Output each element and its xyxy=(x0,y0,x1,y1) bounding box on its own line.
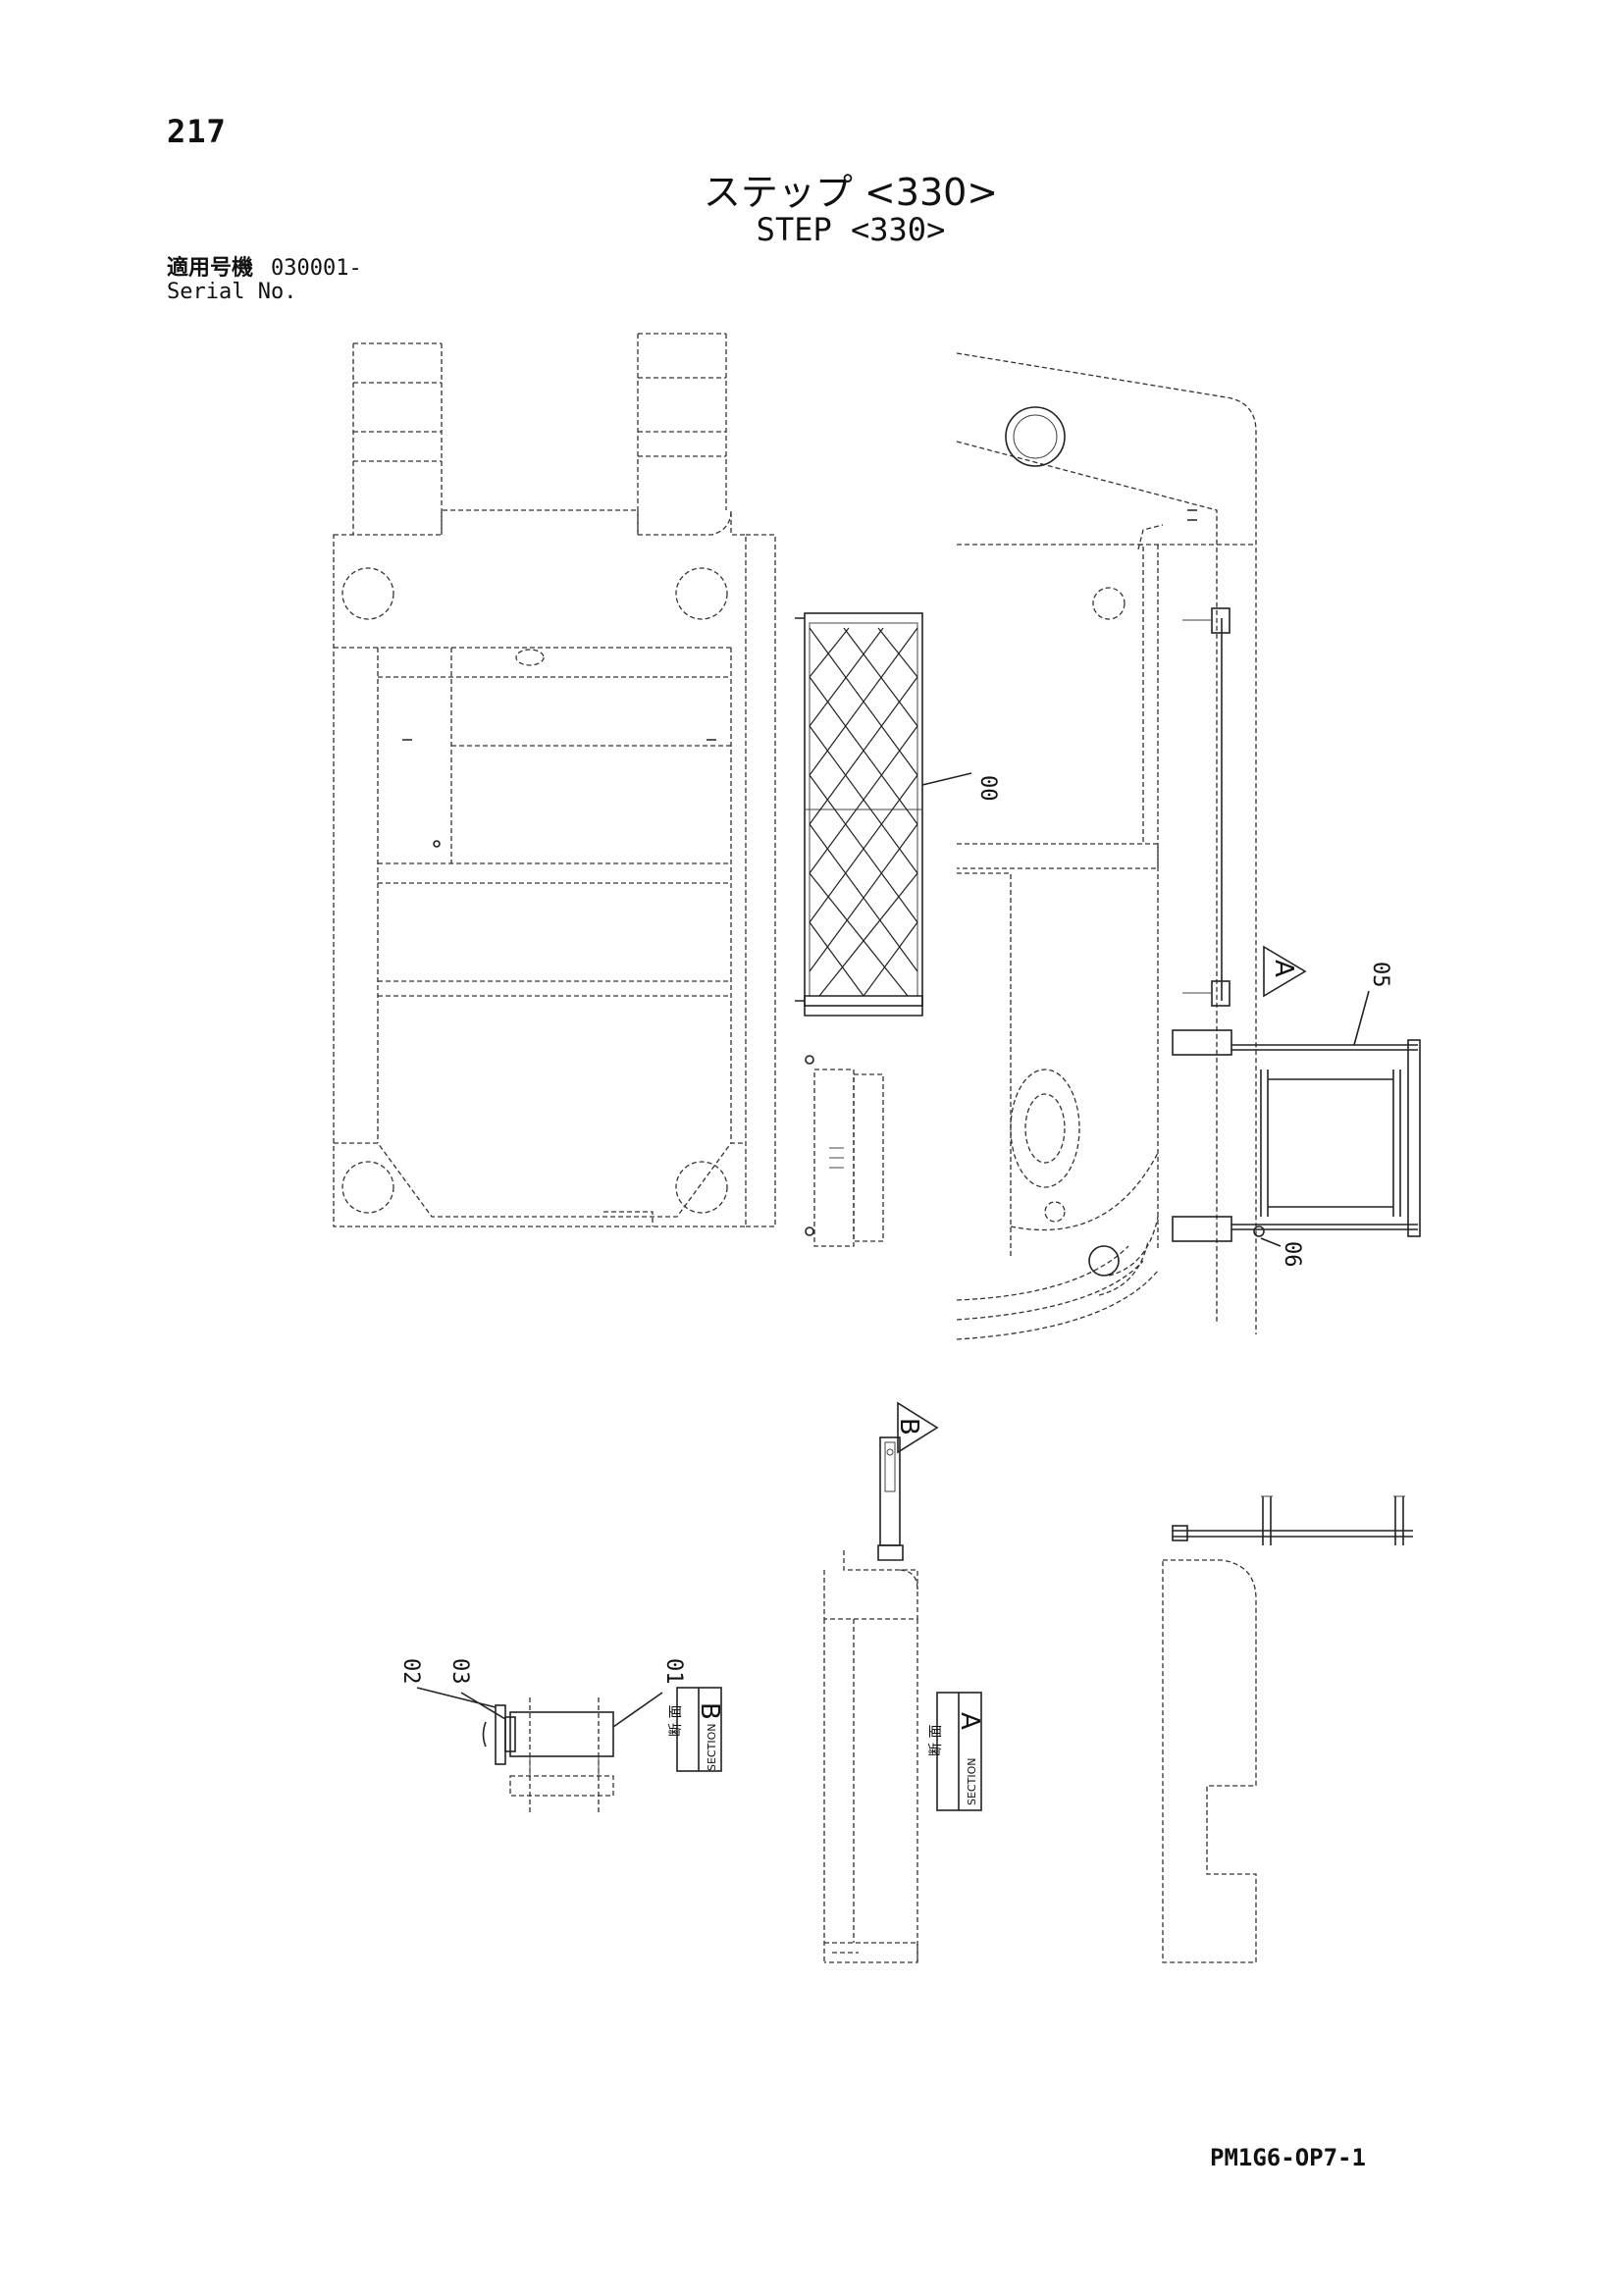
serial-number-value: 030001- xyxy=(271,256,362,281)
svg-text:SECTION: SECTION xyxy=(966,1758,978,1805)
leader-part-02 xyxy=(416,1687,497,1708)
machine-side-view xyxy=(956,352,1257,1340)
svg-text:A: A xyxy=(1269,960,1298,977)
section-b-pin-assembly xyxy=(482,1697,614,1815)
section-a-profile xyxy=(823,1436,918,1963)
drawing-code: PM1G6-OP7-1 xyxy=(1210,2144,1366,2171)
ladder-side-profile xyxy=(1162,1495,1413,1963)
handrail xyxy=(1182,607,1230,1007)
serial-block: 適用号機 030001- Serial No. xyxy=(167,257,362,304)
svg-text:SECTION: SECTION xyxy=(706,1724,718,1771)
section-label-b: 断 面 SECTION B xyxy=(668,1687,724,1772)
title-japanese: ステップ <330> xyxy=(703,171,999,214)
callout-part-05: 05 xyxy=(1368,962,1392,988)
svg-text:断 面: 断 面 xyxy=(668,1705,684,1737)
leader-part-03 xyxy=(460,1692,506,1720)
leader-part-05 xyxy=(1353,990,1370,1046)
serial-label-japanese: 適用号機 xyxy=(167,256,254,281)
frame-top-view xyxy=(333,333,776,1227)
svg-text:断 面: 断 面 xyxy=(928,1725,944,1756)
leader-part-01 xyxy=(612,1692,663,1728)
step-ladder-part-05 xyxy=(1172,1029,1421,1242)
section-label-a: 断 面 SECTION A xyxy=(928,1692,984,1811)
view-arrow-b: B xyxy=(894,1401,939,1454)
callout-part-01: 01 xyxy=(661,1658,686,1685)
view-arrow-a: A xyxy=(1263,945,1307,998)
svg-text:B: B xyxy=(695,1702,724,1720)
callout-part-06: 06 xyxy=(1280,1241,1304,1268)
svg-text:A: A xyxy=(955,1712,984,1730)
callout-part-02: 02 xyxy=(398,1658,423,1685)
page-number: 217 xyxy=(167,113,227,150)
svg-text:B: B xyxy=(894,1418,923,1435)
title-english: STEP <330> xyxy=(756,211,946,248)
callout-part-00: 00 xyxy=(975,775,1000,802)
callout-part-03: 03 xyxy=(447,1658,472,1685)
serial-label-english: Serial No. xyxy=(167,280,297,304)
bracket-box xyxy=(805,1055,884,1247)
mesh-guard-part-00 xyxy=(795,612,923,1017)
leader-part-00 xyxy=(921,772,972,786)
leader-part-06 xyxy=(1260,1237,1282,1247)
